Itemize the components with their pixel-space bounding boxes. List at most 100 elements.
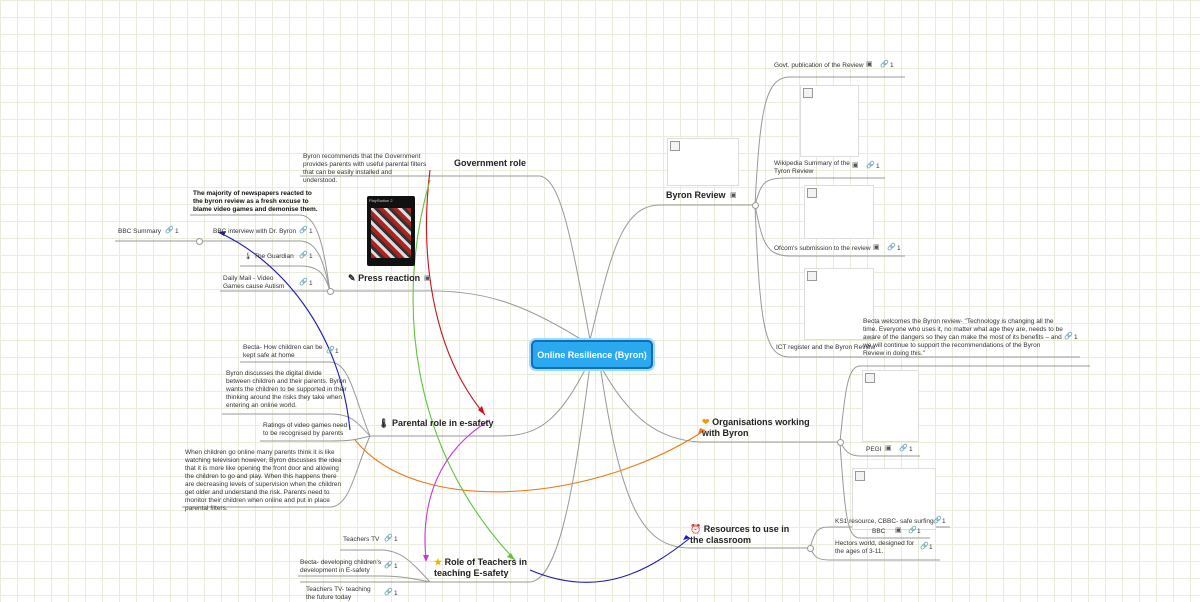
branch-role-teachers[interactable]: ★ Role of Teachers in teaching E-safety [434,557,527,578]
branch-press-reaction[interactable]: ✎ Press reaction [348,273,421,283]
node-dot[interactable] [837,439,844,446]
link-count: 1 [897,245,901,252]
image-icon: ▣ [730,192,737,199]
note-pegi[interactable]: PEGI [866,446,882,453]
node-dot[interactable] [327,288,334,295]
arrow-magenta [424,419,491,561]
link-count: 1 [175,228,179,235]
link-icon[interactable]: 🔗 [933,517,942,524]
node-dot[interactable] [196,238,203,245]
image-icon: ▣ [852,162,859,169]
link-icon[interactable]: 🔗 [899,445,908,452]
link-icon[interactable]: 🔗 [326,347,335,354]
arrow-orange [354,429,706,493]
note-daily-mail[interactable]: Daily Mail - Video Games cause Autism [223,275,285,290]
image-placeholder [852,468,936,530]
pencil-icon: ✎ [348,273,356,283]
branch-parental-role[interactable]: 🌡 Parental role in e-safety [378,418,494,428]
note-ks1[interactable]: KS1 resource, CBBC- safe surfing [835,518,934,525]
edge-parental [370,359,591,437]
link-icon[interactable]: 🔗 [165,227,174,234]
link-count: 1 [942,518,946,525]
central-topic[interactable]: Online Resilience (Byron) [531,340,653,369]
note-becta-welcomes: Becta welcomes the Byron review- "Techno… [863,318,1063,357]
arrow-blue-bbc [217,231,351,431]
edge-organisations [599,364,840,443]
link-icon[interactable]: 🔗 [384,589,393,596]
heart-icon: ❤ [702,417,710,427]
link-count: 1 [335,348,339,355]
link-count: 1 [909,446,913,453]
image-placeholder [667,138,739,186]
arrow-green [412,179,516,561]
branch-resources[interactable]: ⏰ Resources to use in the classroom [690,524,790,545]
note-press-majority: The majority of newspapers reacted to th… [193,190,318,213]
node-dot[interactable] [807,545,814,552]
link-count: 1 [917,528,921,535]
node-dot[interactable] [752,202,759,209]
link-icon[interactable]: 🔗 [299,227,308,234]
edge-press [330,290,591,346]
link-icon[interactable]: 🔗 [384,562,393,569]
note-ict-register[interactable]: ICT register and the Byron Review [776,344,876,351]
branch-government-role[interactable]: Government role [454,158,527,168]
image-icon: ▣ [866,61,873,68]
link-count: 1 [309,253,313,260]
branch-organisations[interactable]: ❤ Organisations working with Byron [702,417,810,438]
note-when-children: When children go online many parents thi… [185,449,342,512]
arrow-red [426,169,486,416]
link-icon[interactable]: 🔗 [1064,333,1073,340]
link-icon[interactable]: 🔗 [880,61,889,68]
link-icon[interactable]: 🔗 [299,279,308,286]
edge-resources [599,364,810,549]
link-icon[interactable]: 🔗 [887,244,896,251]
image-placeholder [862,370,919,442]
link-icon[interactable]: 🔗 [866,162,875,169]
note-wikipedia[interactable]: Wikipedia Summary of the Tyron Review [774,160,850,175]
link-count: 1 [890,62,894,69]
link-icon[interactable]: 🔗 [908,527,917,534]
image-icon: ▣ [895,527,902,534]
edge-government [450,175,591,341]
arrow-blue-resources [529,537,691,583]
link-count: 1 [929,544,933,551]
image-placeholder [804,268,874,340]
link-count: 1 [394,590,398,597]
link-count: 1 [876,163,880,170]
link-icon[interactable]: 🔗 [299,252,308,259]
thermometer-icon: 🌡 [244,253,253,260]
link-count: 1 [309,280,313,287]
ps2-cover-image: PlayStation 2 [367,196,415,266]
note-bbc-summary[interactable]: BBC Summary [118,228,161,235]
edge-teachers [430,364,591,583]
link-icon[interactable]: 🔗 [384,535,393,542]
image-icon: ▣ [424,275,431,282]
note-gov-recommend: Byron recommends that the Government pro… [303,153,427,184]
clock-icon: ⏰ [690,524,702,534]
note-ratings: Ratings of video games need to be recogn… [263,422,348,437]
link-count: 1 [1074,334,1078,341]
image-icon: ▣ [885,445,892,452]
note-teachers-tv-teaching[interactable]: Teachers TV- teaching the future today [306,586,371,601]
image-icon: ▣ [873,244,880,251]
branch-byron-review[interactable]: Byron Review [666,190,726,200]
link-count: 1 [309,228,313,235]
image-placeholder [800,85,859,157]
note-govt-publication[interactable]: Govt. publication of the Review [774,62,864,69]
note-hectors[interactable]: Hectors world, designed for the ages of … [835,540,915,555]
link-icon[interactable]: 🔗 [920,543,929,550]
note-byron-digital: Byron discusses the digital divide betwe… [226,370,347,409]
note-becta-dev[interactable]: Becta- developing children's development… [300,559,382,574]
note-ofcom[interactable]: Ofcom's submission to the review [774,245,871,252]
note-becta-how[interactable]: Becta- How children can be kept safe at … [243,344,323,359]
thermometer-icon: 🌡 [378,418,390,428]
star-icon: ★ [434,557,443,567]
note-guardian[interactable]: 🌡 The Guardian [244,253,294,260]
note-teachers-tv[interactable]: Teachers TV [343,536,380,543]
note-bbc-interview[interactable]: BBC interview with Dr. Byron [213,228,297,235]
image-placeholder [804,185,874,239]
note-bbc[interactable]: BBC [872,528,886,535]
link-count: 1 [394,536,398,543]
edge-byron [589,204,755,341]
